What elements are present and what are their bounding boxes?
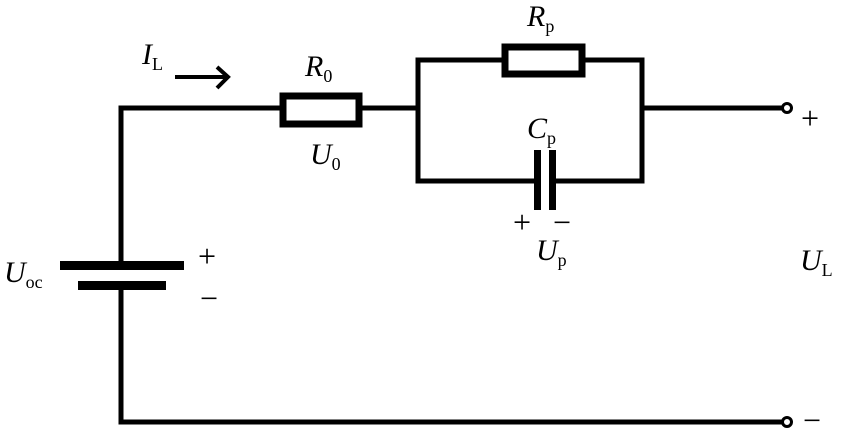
capacitor-plate-left <box>534 150 541 210</box>
wire-left-top <box>118 105 280 262</box>
resistor-r0 <box>279 92 363 128</box>
label-r0: R0 <box>305 50 333 86</box>
terminal-positive <box>781 102 793 114</box>
capacitor-minus-sign: − <box>553 204 572 240</box>
label-rp: Rp <box>527 0 555 36</box>
label-ul: UL <box>800 244 833 280</box>
current-arrow <box>175 65 231 90</box>
battery-minus-sign: − <box>200 280 219 316</box>
resistor-rp <box>501 43 586 78</box>
terminal-negative <box>781 416 793 428</box>
output-plus-sign: + <box>801 100 820 136</box>
label-cp: Cp <box>527 112 557 148</box>
battery-plus-sign: + <box>198 238 217 274</box>
label-u0: U0 <box>310 138 341 174</box>
wire-parallel-loop <box>415 57 645 184</box>
output-minus-sign: − <box>803 402 822 433</box>
battery-short-plate <box>78 281 166 290</box>
label-uoc: Uoc <box>4 256 43 292</box>
capacitor-plus-sign: + <box>513 204 532 240</box>
battery-long-plate <box>60 261 184 270</box>
capacitor-plate-right <box>549 150 556 210</box>
label-current: IL <box>142 38 163 74</box>
wire-left-bottom <box>118 288 783 425</box>
label-up: Up <box>536 234 567 270</box>
